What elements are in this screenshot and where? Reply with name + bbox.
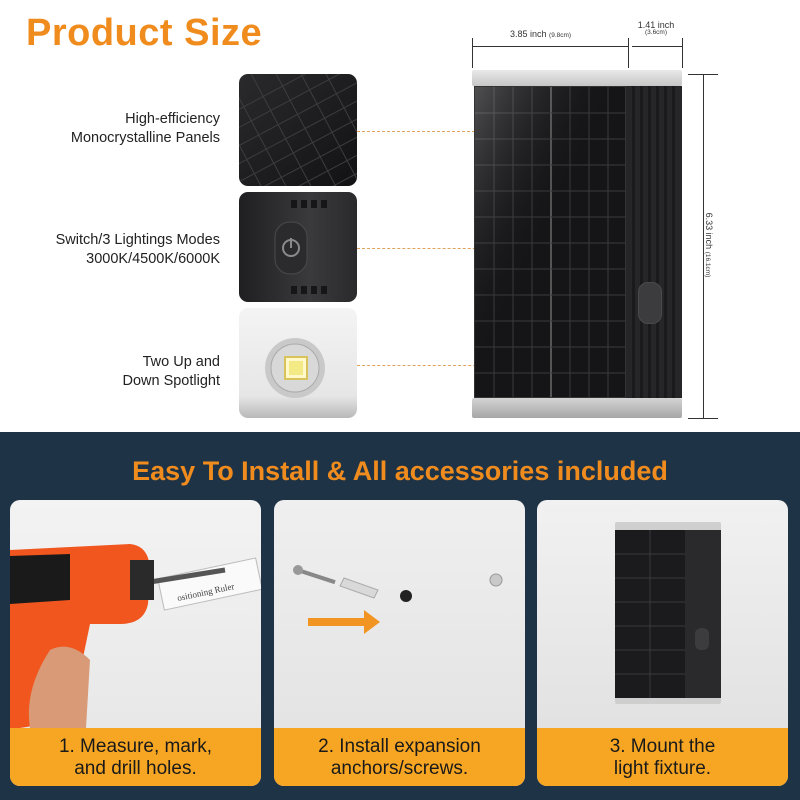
switch-closeup	[239, 192, 357, 302]
depth-dimension-line	[632, 46, 682, 47]
feature-spotlight-label: Two Up and Down Spotlight	[122, 353, 220, 391]
product-side-fins	[626, 86, 682, 398]
anchor-screw-icon	[293, 565, 503, 634]
step-label: 3. Mount the light fixture.	[537, 728, 788, 786]
solar-panel-closeup	[239, 74, 357, 186]
led-chip-icon	[284, 356, 308, 380]
drill-icon: ositioning Ruler	[10, 544, 261, 728]
width-dimension-line	[472, 46, 628, 47]
switch-closeup-art	[274, 200, 327, 294]
step-line: 2. Install expansion	[318, 736, 481, 757]
product-size-section: Product Size High-efficiency Monocrystal…	[26, 12, 718, 419]
width-dimension: 3.85 inch (9.8cm)	[510, 29, 571, 39]
step-label: 2. Install expansion anchors/screws.	[274, 728, 525, 786]
page-title: Product Size	[26, 12, 263, 54]
leader-line	[357, 365, 547, 366]
product-top-cap	[472, 70, 682, 86]
height-dimension-line	[703, 74, 704, 418]
width-inch: 3.85 inch	[510, 29, 547, 39]
solar-cells-icon	[475, 87, 625, 397]
feature-line: High-efficiency	[125, 111, 220, 127]
leader-line	[357, 131, 485, 132]
spotlight-closeup-art	[265, 338, 325, 398]
dim-tick	[688, 418, 718, 419]
step-card-anchors: 2. Install expansion anchors/screws.	[274, 500, 525, 786]
dim-tick	[682, 38, 683, 68]
spotlight-closeup	[239, 308, 357, 418]
step-label: 1. Measure, mark, and drill holes.	[10, 728, 261, 786]
depth-inch: 1.41 inch	[637, 20, 675, 30]
step-card-drill: ositioning Ruler 1. Measure, mark, and d…	[10, 500, 261, 786]
dim-tick	[472, 38, 473, 68]
power-switch-icon	[638, 282, 662, 324]
feature-line: 3000K/4500K/6000K	[86, 251, 220, 267]
solar-cell-grid-icon	[239, 74, 357, 186]
height-dimension: 6.33 inch (16.1cm)	[704, 170, 714, 320]
step-line: anchors/screws.	[330, 758, 469, 779]
step-card-mount: 3. Mount the light fixture.	[537, 500, 788, 786]
installation-section: Easy To Install & All accessories includ…	[0, 432, 800, 800]
solar-light-product	[472, 70, 682, 418]
feature-line: Two Up and	[142, 354, 220, 370]
feature-line: Monocrystalline Panels	[70, 130, 220, 146]
power-icon	[282, 238, 300, 257]
step-line: and drill holes.	[74, 758, 197, 779]
feature-switch-label: Switch/3 Lightings Modes 3000K/4500K/600…	[56, 231, 220, 269]
mounted-light-icon	[615, 522, 721, 704]
step-line: 3. Mount the	[609, 736, 716, 757]
fin-art	[632, 86, 675, 398]
feature-line: Switch/3 Lightings Modes	[55, 232, 220, 248]
step-line: light fixture.	[613, 758, 712, 779]
width-cm: (9.8cm)	[549, 32, 572, 39]
height-cm: (16.1cm)	[704, 251, 711, 278]
feature-line: Down Spotlight	[122, 373, 220, 389]
arrow-right-icon	[308, 610, 380, 634]
depth-cm: (3.6cm)	[644, 29, 668, 36]
height-inch: 6.33 inch	[704, 212, 714, 250]
dim-tick	[628, 38, 629, 68]
product-bottom-cap	[472, 398, 682, 418]
depth-dimension: 1.41 inch (3.6cm)	[630, 20, 682, 36]
install-title: Easy To Install & All accessories includ…	[132, 456, 668, 486]
feature-panels-label: High-efficiency Monocrystalline Panels	[71, 110, 220, 148]
solar-panel	[474, 86, 626, 398]
step-line: 1. Measure, mark,	[58, 736, 213, 757]
